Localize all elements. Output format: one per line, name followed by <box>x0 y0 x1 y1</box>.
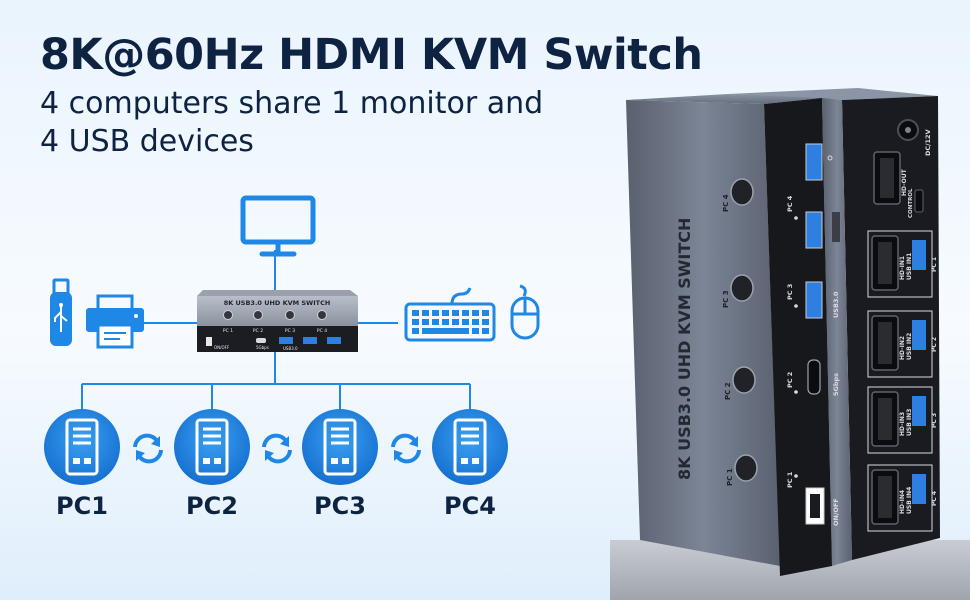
rear-pc-label: PC 4 <box>931 491 938 506</box>
hub-port-label: PC 4 <box>317 328 327 334</box>
rear-dc-label: DC/12V <box>924 129 932 156</box>
front-led-label-1: PC 1 <box>786 471 794 488</box>
pc-icon <box>44 409 120 485</box>
rear-hdin-label: HD-IN1 <box>899 256 906 280</box>
device-rear-unit <box>728 88 940 566</box>
rear-hdin-label: HD-IN2 <box>899 336 906 360</box>
rear-pc-label: PC 1 <box>931 257 938 272</box>
pc-label-4: PC4 <box>444 492 496 520</box>
hub-onoff: ON/OFF <box>214 345 230 350</box>
pc-label-3: PC3 <box>314 492 366 520</box>
pc-icon <box>302 409 378 485</box>
subtitle-line-2: 4 USB devices <box>40 124 254 159</box>
subtitle-line-1: 4 computers share 1 monitor and <box>40 86 544 121</box>
usb-drive-icon <box>50 278 72 346</box>
front-button-label-4: PC 4 <box>722 194 730 212</box>
pc-icon <box>174 409 250 485</box>
front-button-label-2: PC 2 <box>724 382 732 400</box>
hub-usb-label: USB3.0 <box>283 346 298 351</box>
rear-pc-label: PC 3 <box>931 413 938 428</box>
keyboard-icon <box>404 287 496 342</box>
front-led-label-2: PC 2 <box>786 372 794 388</box>
switch-arrow-icon <box>133 433 163 464</box>
rear-usbin-label: USB IN1 <box>906 253 913 280</box>
front-button-label-3: PC 3 <box>722 290 730 308</box>
rear-hdin-label: HD-IN3 <box>899 412 906 436</box>
printer-icon <box>86 294 144 349</box>
front-5gbps-label: 5Gbps <box>832 373 840 396</box>
rear-pc-label: PC 2 <box>931 337 938 352</box>
device-front-unit <box>626 94 840 576</box>
switch-arrow-icon <box>391 433 421 464</box>
device-front-title: 8K USB3.0 UHD KVM SWITCH <box>675 218 694 480</box>
switch-arrow-icon <box>262 433 292 464</box>
rear-hdout-label: HD-OUT <box>901 168 908 196</box>
pc-label-2: PC2 <box>186 492 238 520</box>
mouse-icon <box>510 284 540 340</box>
hub-port-label: PC 2 <box>253 328 263 334</box>
hub-port-label: PC 1 <box>223 328 233 334</box>
rear-hdin-label: HD-IN4 <box>899 490 906 514</box>
front-button-label-1: PC 1 <box>726 468 734 486</box>
hub-title: 8K USB3.0 UHD KVM SWITCH <box>224 299 331 307</box>
pc-select-buttons <box>730 178 758 482</box>
pc-icon <box>432 409 508 485</box>
pc-label-1: PC1 <box>56 492 108 520</box>
kvm-hub-illustration: 8K USB3.0 UHD KVM SWITCH PC 1 PC 2 PC 3 … <box>197 290 358 352</box>
switch-arrows <box>133 433 421 464</box>
page-title: 8K@60Hz HDMI KVM Switch <box>40 30 703 80</box>
front-led-label-4: PC 4 <box>786 195 794 212</box>
pc-icons <box>44 409 508 485</box>
hub-5gbps: 5Gbps <box>256 345 269 350</box>
rear-usbin-label: USB IN2 <box>906 333 913 360</box>
rear-usbin-label: USB IN3 <box>906 409 913 436</box>
front-led-label-3: PC 3 <box>786 284 794 300</box>
front-onoff-label: ON/OFF <box>832 498 840 526</box>
front-usb-label: USB3.0 <box>832 291 840 318</box>
rear-usbin-label: USB IN4 <box>906 487 913 514</box>
wiring-lines <box>81 250 471 410</box>
monitor-icon <box>240 195 316 257</box>
hub-port-label: PC 3 <box>285 328 295 334</box>
rear-control-label: CONTROL <box>908 188 914 218</box>
